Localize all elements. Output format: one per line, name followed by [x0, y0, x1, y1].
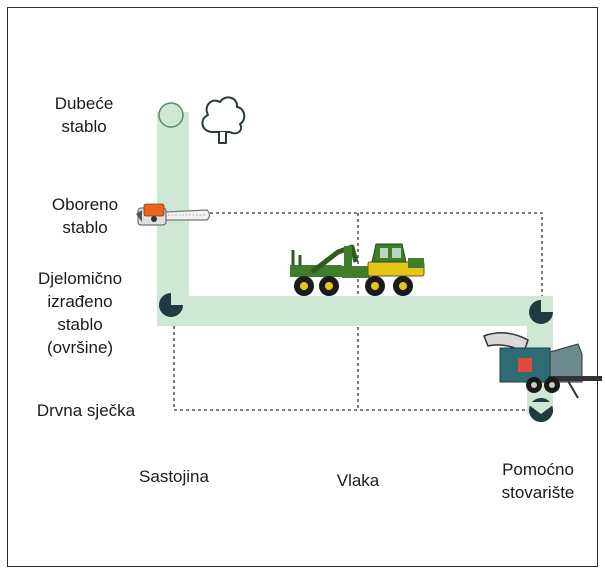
- label-stand: Sastojina: [139, 467, 209, 486]
- tree-icon: [201, 96, 246, 144]
- wood-chipper-icon: [483, 332, 602, 399]
- label-skid-trail: Vlaka: [336, 471, 380, 490]
- node-standing-tree: [158, 102, 184, 128]
- label-felled-tree: Oboreno stablo: [51, 195, 119, 237]
- label-partially-processed: Djelomično izrađeno stablo (ovršine): [37, 269, 123, 357]
- label-landing: Pomoćno stovarište: [501, 460, 575, 502]
- label-standing-tree: Dubeće stablo: [54, 94, 114, 136]
- label-wood-chips: Drvna sječka: [36, 401, 136, 420]
- material-flow-path: [157, 112, 553, 414]
- forwarder-icon: [290, 243, 425, 296]
- diagram-frame: [7, 7, 598, 567]
- node-landing-arrival: [529, 300, 553, 324]
- node-partially-processed: [159, 293, 183, 317]
- chainsaw-icon: [136, 203, 211, 226]
